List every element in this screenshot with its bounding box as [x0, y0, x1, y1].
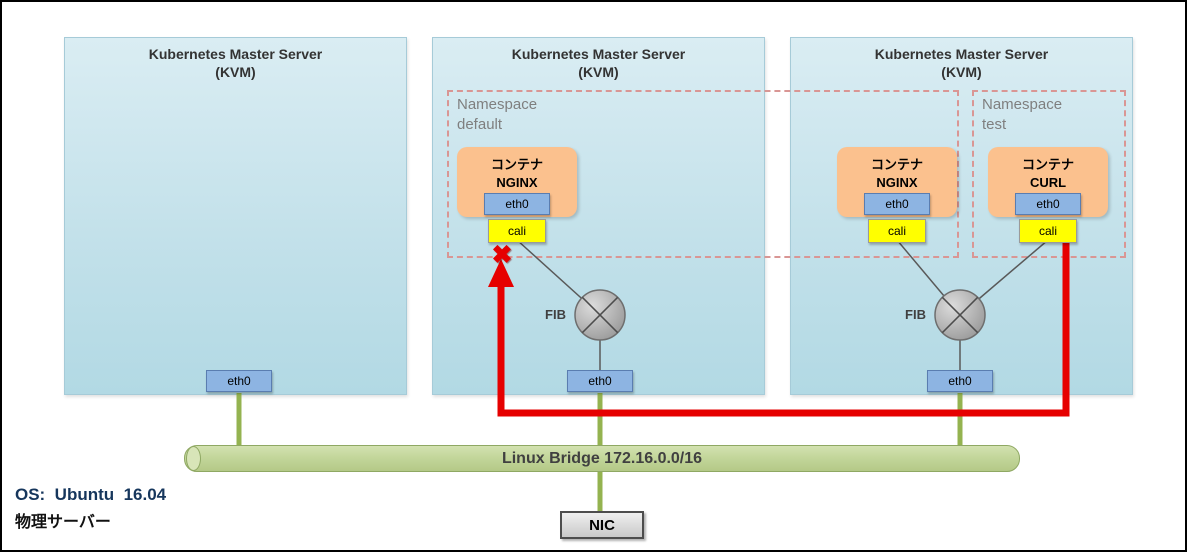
server-box-left: Kubernetes Master Server (KVM): [64, 37, 407, 395]
host-os-label: OS: Ubuntu 16.04: [15, 485, 167, 504]
container-kind: コンテナ: [490, 157, 543, 172]
fib-label: FIB: [905, 307, 926, 322]
nic-box: NIC: [560, 511, 644, 539]
server-title: Kubernetes Master Server (KVM): [65, 38, 406, 81]
server-title-line1: Kubernetes Master Server: [874, 46, 1049, 62]
pod-cali-interface: cali: [1019, 219, 1077, 243]
namespace-default-label: Namespace default: [457, 96, 538, 134]
server-title: Kubernetes Master Server (KVM): [791, 38, 1132, 81]
container-name: NGINX: [876, 175, 918, 191]
namespace-test-box: Namespace test: [972, 90, 1126, 258]
pod-eth0-interface: eth0: [1015, 193, 1081, 215]
server-eth0-interface: eth0: [927, 370, 993, 392]
server-title: Kubernetes Master Server (KVM): [433, 38, 764, 81]
container-kind: コンテナ: [1021, 157, 1074, 172]
server-title-line2: (KVM): [215, 64, 256, 81]
server-title-line2: (KVM): [941, 64, 982, 81]
namespace-test-label: Namespace test: [982, 96, 1063, 134]
server-title-line1: Kubernetes Master Server: [511, 46, 686, 62]
pod-eth0-interface: eth0: [864, 193, 930, 215]
linux-bridge-label: Linux Bridge 172.16.0.0/16: [501, 449, 703, 467]
server-title-line1: Kubernetes Master Server: [148, 46, 323, 62]
pod-cali-interface: cali: [868, 219, 926, 243]
fib-label: FIB: [545, 307, 566, 322]
container-name: CURL: [1029, 175, 1067, 191]
server-eth0-interface: eth0: [206, 370, 272, 392]
server-eth0-interface: eth0: [567, 370, 633, 392]
container-name: NGINX: [496, 175, 538, 191]
pod-eth0-interface: eth0: [484, 193, 550, 215]
server-title-line2: (KVM): [578, 64, 619, 81]
container-kind: コンテナ: [870, 157, 923, 172]
blocked-x-icon: ✖: [491, 241, 513, 269]
pod-cali-interface: cali: [488, 219, 546, 243]
physical-server-label: 物理サーバー: [15, 514, 111, 531]
linux-bridge: Linux Bridge 172.16.0.0/16: [184, 445, 1020, 472]
